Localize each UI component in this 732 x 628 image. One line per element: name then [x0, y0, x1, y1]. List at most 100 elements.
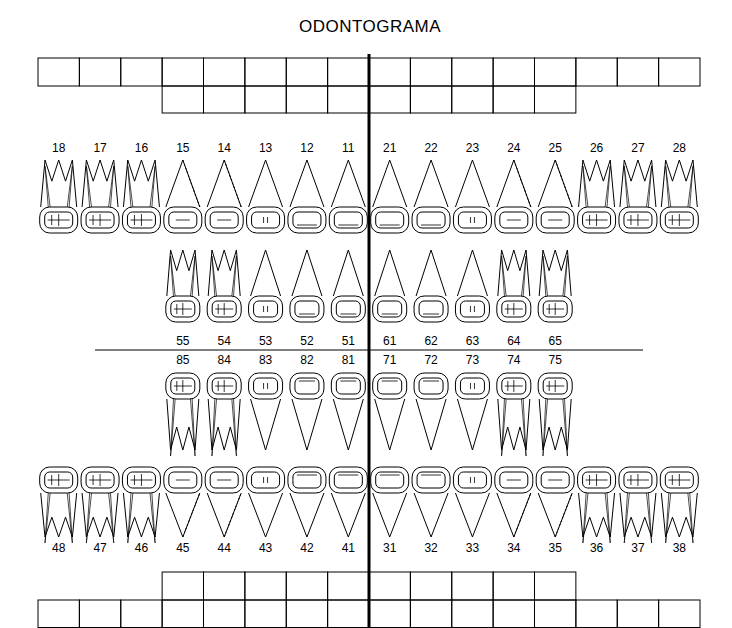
tooth-crown — [495, 467, 533, 493]
chart-cell — [659, 58, 700, 86]
tooth — [40, 467, 78, 543]
tooth — [205, 160, 243, 233]
tooth — [578, 160, 616, 233]
fissure-line — [474, 217, 475, 223]
tooth-number: 83 — [246, 353, 286, 367]
chart-cell — [410, 58, 451, 86]
tooth-crown — [329, 467, 367, 493]
occlusal-face — [583, 212, 611, 228]
tooth-root — [661, 160, 697, 207]
tooth-crown — [290, 373, 324, 399]
fissure-line — [549, 304, 550, 314]
fissure-line — [630, 475, 631, 485]
tooth-number: 21 — [370, 141, 410, 155]
chart-cell — [369, 600, 410, 628]
chart-cell — [245, 600, 286, 628]
chart-cell — [452, 572, 493, 600]
root-line — [666, 166, 671, 207]
fissure-line — [513, 303, 514, 315]
tooth-number: 26 — [577, 141, 617, 155]
occlusal-face — [378, 301, 402, 317]
chart-cell — [493, 572, 534, 600]
tooth-crown — [373, 373, 407, 399]
fissure-line — [380, 475, 400, 476]
tooth — [412, 160, 450, 233]
root-divider — [183, 160, 200, 207]
fissure-line — [589, 475, 590, 485]
occlusal-face — [252, 472, 280, 488]
root-line — [543, 256, 548, 296]
chart-cell — [204, 572, 245, 600]
tooth-crown — [122, 207, 160, 233]
tooth-crown — [288, 207, 326, 233]
tooth-number: 65 — [535, 334, 575, 348]
tooth — [538, 373, 572, 456]
tooth-root — [82, 160, 118, 207]
tooth — [290, 250, 324, 322]
tooth-crown — [497, 373, 531, 399]
fissure-line — [423, 314, 439, 315]
tooth — [495, 160, 533, 233]
root-line — [646, 493, 651, 543]
tooth-root — [290, 493, 324, 537]
tooth-crown — [40, 207, 78, 233]
tooth-root — [497, 160, 531, 207]
chart-cell — [617, 600, 658, 628]
tooth-root — [331, 493, 365, 537]
tooth — [536, 467, 574, 537]
tooth — [81, 467, 119, 543]
chart-cell — [369, 86, 410, 113]
tooth-root — [292, 250, 322, 296]
chart-cell — [535, 600, 576, 628]
tooth — [207, 373, 241, 456]
tooth-crown — [660, 467, 698, 493]
root-line — [563, 256, 568, 296]
tooth-crown — [538, 373, 572, 399]
fissure-line — [470, 383, 471, 389]
tooth — [329, 160, 367, 233]
tooth-number: 12 — [287, 141, 327, 155]
occlusal-face — [378, 378, 402, 394]
fissure-line — [679, 214, 680, 226]
tooth-number: 27 — [618, 141, 658, 155]
fissure-line — [338, 225, 358, 226]
fissure-line — [134, 215, 135, 225]
occlusal-face — [171, 378, 195, 394]
tooth-crown — [290, 296, 324, 322]
chart-cell — [79, 58, 120, 86]
tooth-crown — [371, 207, 409, 233]
chart-cell — [162, 86, 203, 113]
fissure-line — [100, 214, 101, 226]
occlusal-face — [376, 472, 404, 488]
occlusal-face — [417, 212, 445, 228]
root-line — [150, 166, 155, 207]
root-line — [128, 493, 133, 543]
tooth-root — [373, 160, 407, 207]
tooth-crown — [247, 467, 285, 493]
fissure-line — [141, 214, 142, 226]
root-line — [502, 399, 507, 456]
occlusal-face — [293, 212, 321, 228]
tooth-root — [457, 250, 487, 296]
fissure-line — [299, 314, 315, 315]
tooth — [329, 467, 367, 537]
chart-cell — [121, 600, 162, 628]
tooth-crown — [164, 467, 202, 493]
tooth-number: 74 — [494, 353, 534, 367]
tooth-number: 42 — [287, 541, 327, 555]
tooth-root — [455, 160, 489, 207]
root-line — [190, 256, 195, 296]
tooth-number: 28 — [659, 141, 699, 155]
tooth-number: 16 — [121, 141, 161, 155]
tooth-number: 14 — [204, 141, 244, 155]
tooth — [166, 250, 200, 322]
root-line — [109, 166, 114, 207]
root-line — [190, 399, 195, 456]
occlusal-face — [458, 212, 486, 228]
tooth-root — [249, 493, 283, 537]
tooth — [495, 467, 533, 537]
chart-cell — [659, 600, 700, 628]
occlusal-face — [460, 378, 484, 394]
tooth-root — [620, 160, 656, 207]
